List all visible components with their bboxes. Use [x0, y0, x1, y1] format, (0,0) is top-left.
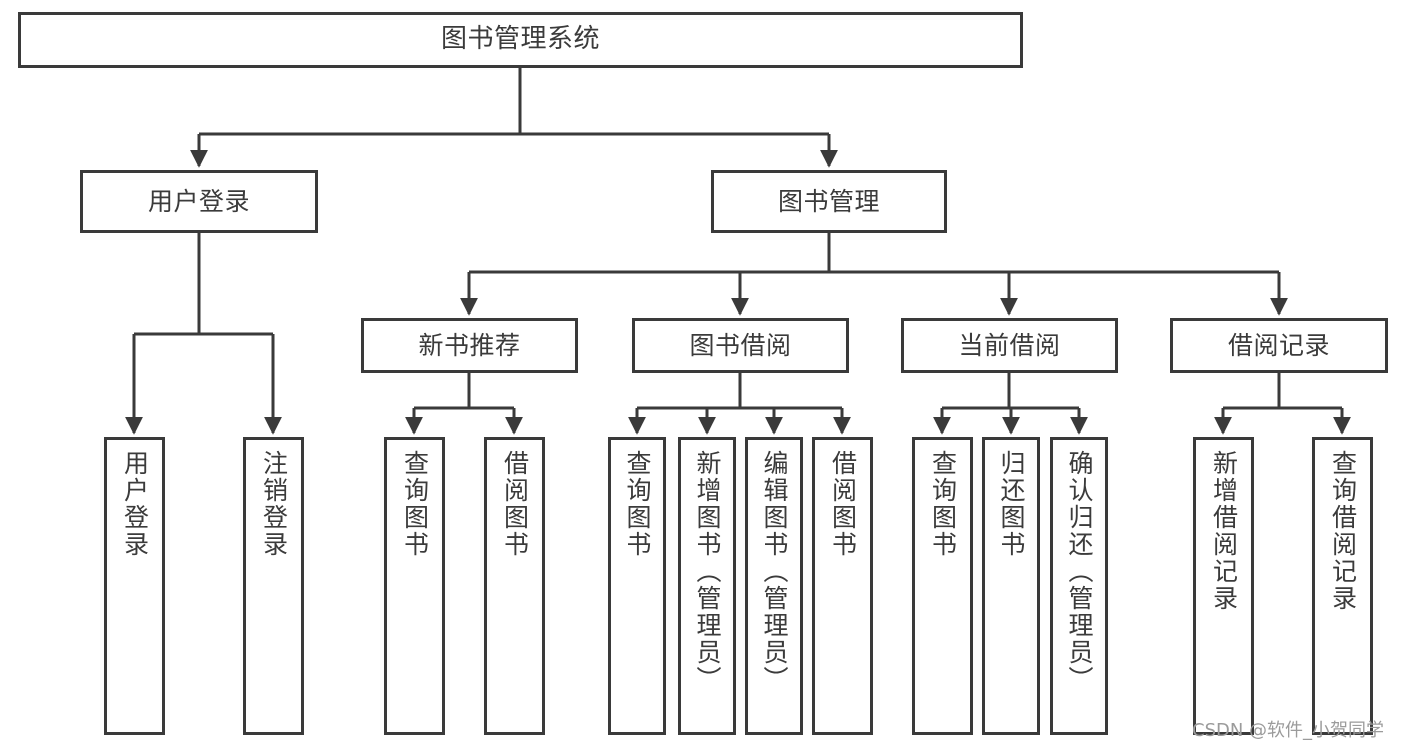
node-current-borrow[interactable]: 当前借阅: [901, 318, 1118, 373]
node-leaf-query-borrow-record-label: 查询借阅记录: [1328, 450, 1358, 612]
node-leaf-logout-login[interactable]: 注销登录: [243, 437, 304, 735]
node-user-login-label: 用户登录: [147, 186, 250, 216]
node-leaf-borrow-book-2[interactable]: 借阅图书: [812, 437, 873, 735]
node-book-manage-label: 图书管理: [777, 186, 880, 216]
node-leaf-confirm-return-admin-label: 确认归还（管理员）: [1065, 450, 1094, 693]
node-leaf-confirm-return-admin[interactable]: 确认归还（管理员）: [1050, 437, 1108, 735]
node-book-borrow-label: 图书借阅: [689, 330, 792, 360]
node-leaf-user-login-label: 用户登录: [120, 450, 150, 558]
node-book-manage[interactable]: 图书管理: [711, 170, 947, 233]
node-leaf-return-book[interactable]: 归还图书: [982, 437, 1040, 735]
node-borrow-record[interactable]: 借阅记录: [1170, 318, 1388, 373]
node-leaf-add-borrow-record[interactable]: 新增借阅记录: [1193, 437, 1254, 735]
node-leaf-query-borrow-record[interactable]: 查询借阅记录: [1312, 437, 1373, 735]
csdn-watermark: CSDN @软件_小贺同学: [1192, 720, 1385, 741]
node-root[interactable]: 图书管理系统: [18, 12, 1023, 68]
node-leaf-query-book-1-label: 查询图书: [400, 450, 430, 558]
node-leaf-query-book-3-label: 查询图书: [928, 450, 958, 558]
node-new-book-recommend[interactable]: 新书推荐: [361, 318, 578, 373]
node-leaf-edit-book-admin-label: 编辑图书（管理员）: [760, 450, 789, 693]
node-leaf-return-book-label: 归还图书: [997, 450, 1026, 558]
node-leaf-query-book-1[interactable]: 查询图书: [384, 437, 445, 735]
node-leaf-borrow-book-1-label: 借阅图书: [500, 450, 530, 558]
node-leaf-edit-book-admin[interactable]: 编辑图书（管理员）: [745, 437, 803, 735]
node-borrow-record-label: 借阅记录: [1227, 330, 1330, 360]
node-leaf-query-book-3[interactable]: 查询图书: [912, 437, 973, 735]
node-leaf-borrow-book-1[interactable]: 借阅图书: [484, 437, 545, 735]
node-leaf-add-book-admin-label: 新增图书（管理员）: [693, 450, 722, 693]
node-book-borrow[interactable]: 图书借阅: [632, 318, 849, 373]
node-leaf-add-borrow-record-label: 新增借阅记录: [1209, 450, 1239, 612]
node-leaf-logout-login-label: 注销登录: [259, 450, 289, 558]
node-root-label: 图书管理系统: [440, 24, 600, 55]
node-new-book-recommend-label: 新书推荐: [418, 330, 521, 360]
node-leaf-query-book-2[interactable]: 查询图书: [608, 437, 666, 735]
node-current-borrow-label: 当前借阅: [958, 330, 1061, 360]
node-leaf-user-login[interactable]: 用户登录: [104, 437, 165, 735]
node-leaf-query-book-2-label: 查询图书: [623, 450, 652, 558]
node-leaf-add-book-admin[interactable]: 新增图书（管理员）: [678, 437, 736, 735]
node-user-login[interactable]: 用户登录: [80, 170, 318, 233]
node-leaf-borrow-book-2-label: 借阅图书: [828, 450, 858, 558]
